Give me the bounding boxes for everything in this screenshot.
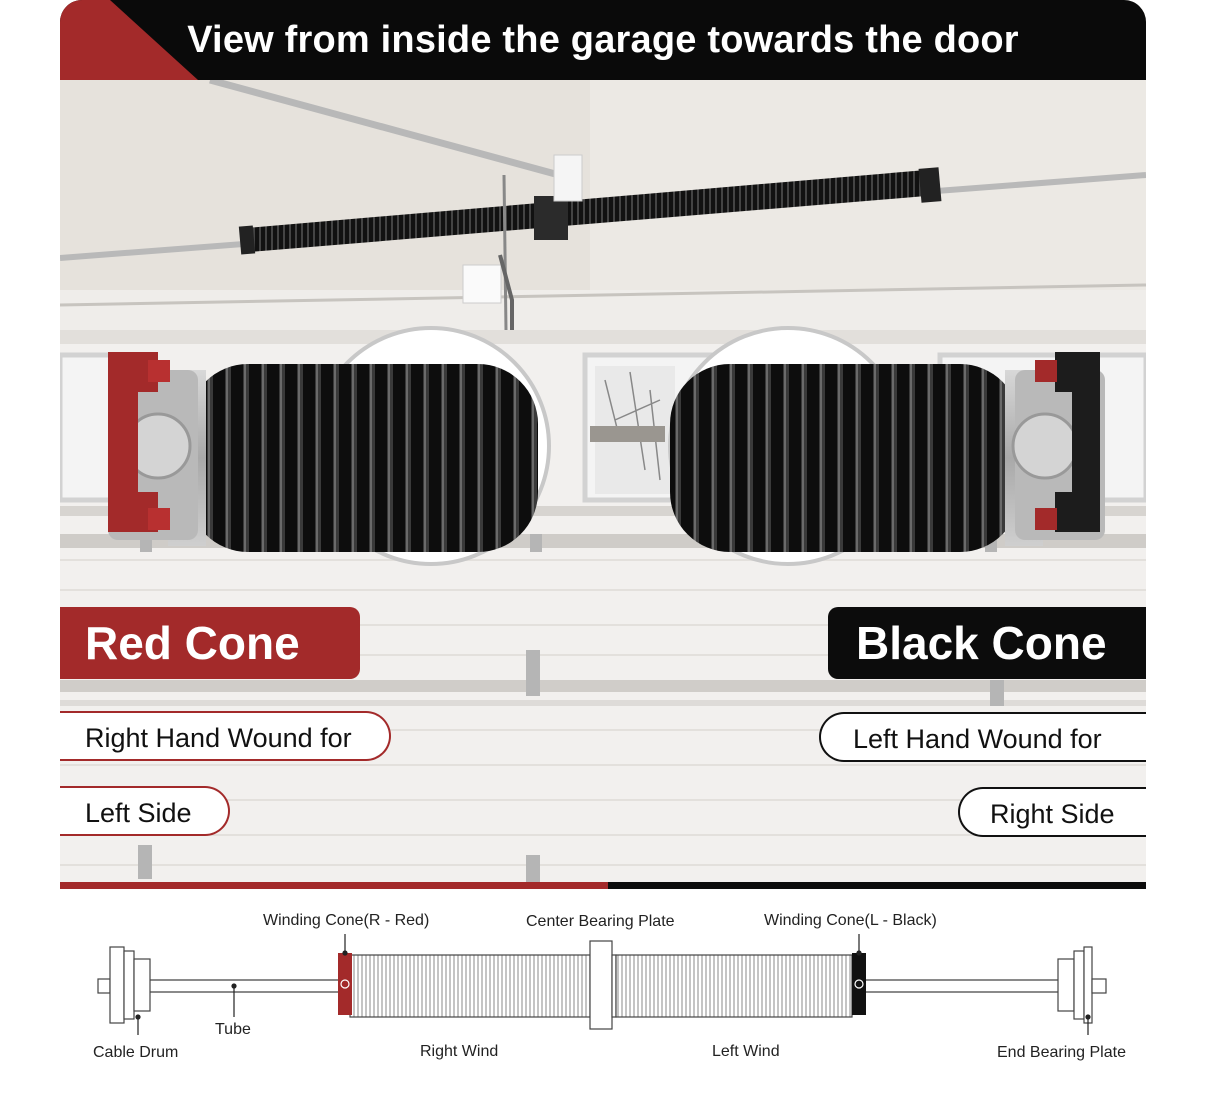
diagram-black-cone (852, 953, 866, 1015)
label-cable-drum: Cable Drum (93, 1044, 179, 1061)
black-cone-label: Black Cone (828, 607, 1146, 679)
label-left-wind: Left Wind (712, 1043, 780, 1060)
opener-rail (209, 76, 571, 182)
red-cone-spring-closeup (108, 326, 551, 566)
garage-photo-panel: View from inside the garage towards the … (60, 0, 1146, 888)
black-cone-side-text: Right Side (958, 787, 1146, 837)
red-cone-label: Red Cone (60, 607, 360, 679)
page-title: View from inside the garage towards the … (187, 19, 1019, 61)
title-banner: View from inside the garage towards the … (60, 0, 1146, 80)
divider-black (608, 882, 1146, 889)
diagram-red-cone (338, 953, 352, 1015)
torsion-spring-diagram (97, 934, 1107, 1035)
label-center-bearing-plate: Center Bearing Plate (526, 913, 675, 930)
label-end-bearing-plate: End Bearing Plate (997, 1044, 1126, 1061)
red-cone-side-text: Left Side (60, 786, 230, 836)
label-tube: Tube (215, 1021, 251, 1038)
divider-red (60, 882, 608, 889)
red-cone-wound-text: Right Hand Wound for (60, 711, 391, 761)
label-right-wind: Right Wind (420, 1043, 499, 1060)
torsion-spring-small (246, 170, 926, 252)
banner-red-corner (60, 0, 198, 80)
black-cone-wound-text: Left Hand Wound for (819, 712, 1146, 762)
black-cone-spring-closeup (668, 326, 1105, 566)
label-winding-cone-black: Winding Cone(L - Black) (764, 912, 937, 929)
label-winding-cone-red: Winding Cone(R - Red) (263, 912, 430, 929)
center-bracket (534, 196, 568, 240)
